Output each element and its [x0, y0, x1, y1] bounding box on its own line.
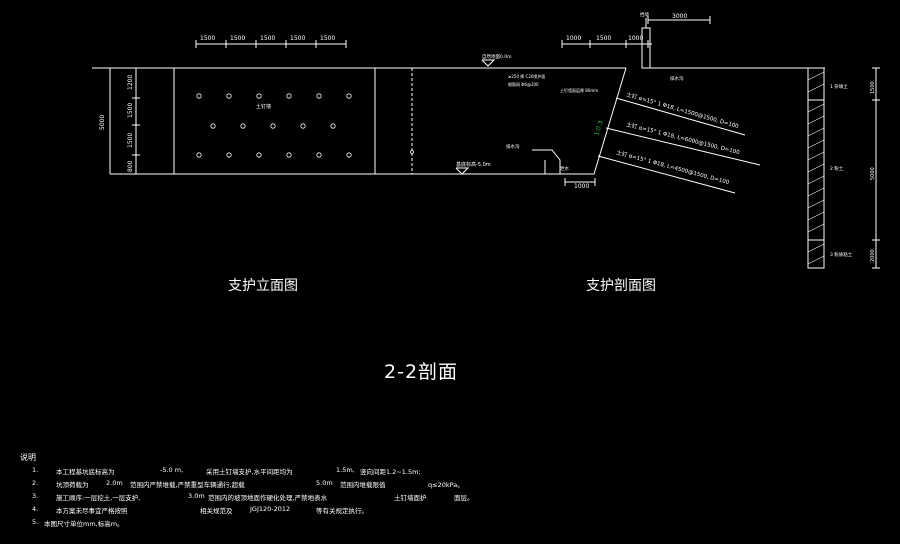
elev-dim-4: 1500: [290, 35, 305, 42]
sec-dim-1: 1000: [566, 35, 581, 42]
elevation-title: 支护立面图: [228, 278, 298, 294]
elev-dim-part-2: 1500: [127, 103, 134, 118]
elev-dim-1: 1500: [200, 35, 215, 42]
sump-label: 泄水: [560, 165, 569, 172]
sec-dim-3: 1000: [628, 35, 643, 42]
parapet-label: 挡墙: [640, 11, 649, 18]
soil-nail-2: [605, 127, 761, 166]
soil-nail-1: [615, 97, 746, 136]
section-title: 支护剖面图: [586, 278, 656, 294]
top-note-3: 土钉墙面层厚 80mm: [560, 87, 598, 93]
nail-heads: [196, 93, 414, 158]
elev-dim-part-1: 1200: [127, 75, 134, 90]
right-dim-2: 5000: [870, 167, 876, 180]
top-note-1: ≥250 厚 C20喷护面: [508, 73, 545, 79]
elev-wall-label: 土钉墙: [256, 103, 271, 110]
sec-dim-4: 3000: [672, 13, 687, 20]
pit-bottom-label: 基底标高-5.0m: [456, 161, 491, 168]
nail-label-1: 土钉 α=15° 1 Φ18, L=1500@1500, D=100: [625, 90, 740, 130]
drain-label: 排水沟: [506, 143, 520, 150]
ground-level-marker: [481, 59, 496, 67]
soil-layer-2: 2 粉土: [830, 165, 844, 172]
bottom-width-label: 1000: [574, 183, 589, 190]
pit-bottom-marker: [455, 167, 470, 175]
slope-ratio: 1:0.3: [593, 120, 604, 137]
soil-layer-3: 3 粉质粘土: [830, 251, 853, 258]
elev-dim-3: 1500: [260, 35, 275, 42]
main-title: 2-2剖面: [384, 361, 459, 383]
soil-column: [807, 67, 825, 269]
sec-dim-2: 1500: [596, 35, 611, 42]
ground-level-label: 自然地面0.0m: [482, 53, 512, 60]
slope-profile: [545, 67, 627, 175]
notes-heading: 说明: [20, 453, 36, 462]
elev-dim-total: 5000: [99, 115, 106, 130]
elev-dim-part-3: 1500: [127, 133, 134, 148]
right-dim-1: 1500: [870, 81, 876, 94]
drain-ditch: [532, 149, 561, 174]
soil-hatch: [807, 71, 825, 265]
elev-dim-2: 1500: [230, 35, 245, 42]
drain-ditch-label: 排水沟: [670, 75, 684, 82]
soil-nail-3: [597, 155, 736, 194]
top-note-2: 钢筋网 Φ6@200: [508, 81, 539, 87]
soil-layer-1: 1 杂填土: [830, 83, 848, 90]
elev-dim-part-4: 800: [127, 160, 134, 172]
elev-dim-5: 1500: [320, 35, 335, 42]
right-dim-3: 2000: [870, 249, 876, 262]
parapet-wall: [641, 27, 651, 69]
